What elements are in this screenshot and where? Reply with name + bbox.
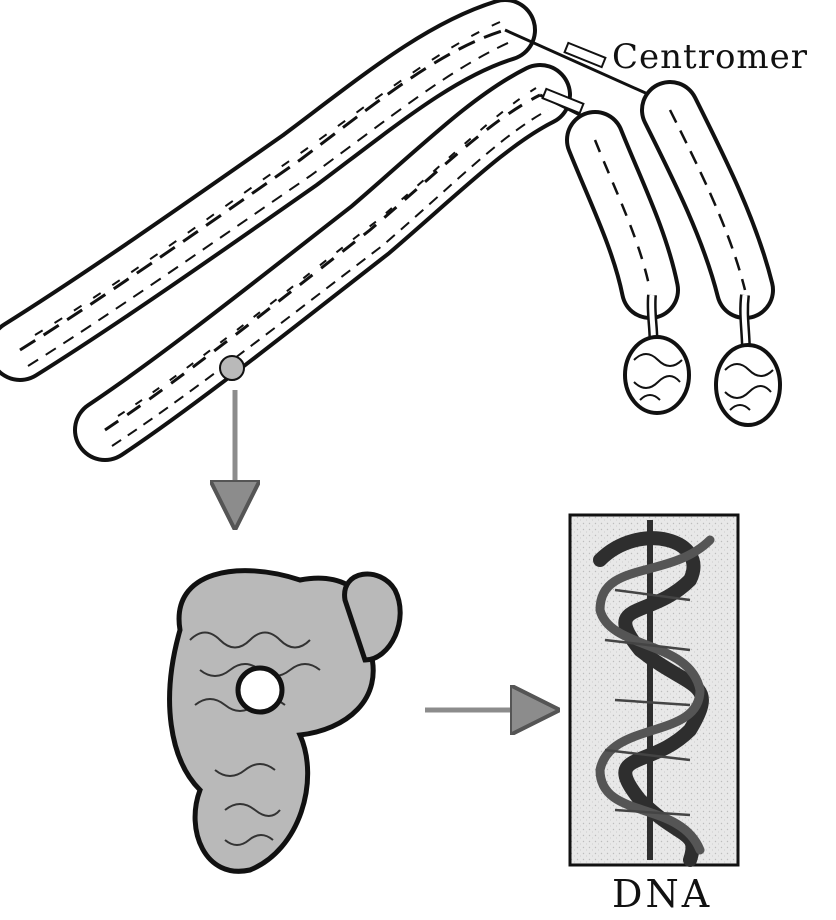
magnified-loop-domain xyxy=(170,571,401,872)
selected-loop-marker xyxy=(220,356,244,380)
dna-helix-panel xyxy=(570,515,738,865)
centromere-label: Centromer xyxy=(612,40,808,74)
dna-label: DNA xyxy=(612,875,712,913)
